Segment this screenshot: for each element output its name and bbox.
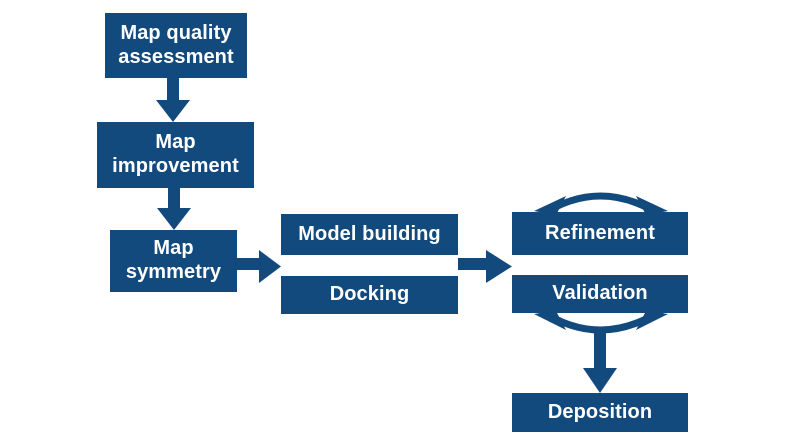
node-label-line1: Map — [155, 131, 196, 154]
node-label: Validation — [552, 282, 648, 305]
refinement-validation-separator — [512, 255, 688, 275]
node-refinement[interactable]: Refinement — [512, 212, 688, 255]
node-label: Refinement — [545, 221, 655, 244]
node-map-improvement[interactable]: Map improvement — [97, 122, 254, 188]
arrow-refinementvalidation-to-deposition — [583, 330, 617, 393]
node-label: Docking — [329, 283, 410, 306]
node-validation[interactable]: Validation — [512, 275, 688, 313]
node-label-line1: Map — [153, 237, 194, 260]
arrow-improvement-to-symmetry — [157, 188, 191, 230]
node-map-symmetry[interactable]: Map symmetry — [110, 230, 237, 292]
arrow-symmetry-to-buildingdocking — [237, 250, 281, 283]
node-label: Model building — [298, 222, 441, 245]
node-label-line1: Map quality — [120, 21, 232, 44]
node-deposition[interactable]: Deposition — [512, 393, 688, 432]
node-label: Deposition — [547, 400, 653, 423]
arrow-quality-to-improvement — [156, 78, 190, 122]
arrow-buildingdocking-to-refinementvalidation — [458, 250, 512, 283]
cycle-arc-bottom-icon — [534, 307, 668, 334]
node-label-line2: symmetry — [125, 261, 222, 283]
node-map-quality-assessment[interactable]: Map quality assessment — [105, 13, 247, 78]
node-label-line2: assessment — [118, 45, 234, 68]
node-label-line2: improvement — [112, 155, 239, 177]
node-docking[interactable]: Docking — [281, 276, 458, 314]
node-model-building[interactable]: Model building — [281, 214, 458, 255]
